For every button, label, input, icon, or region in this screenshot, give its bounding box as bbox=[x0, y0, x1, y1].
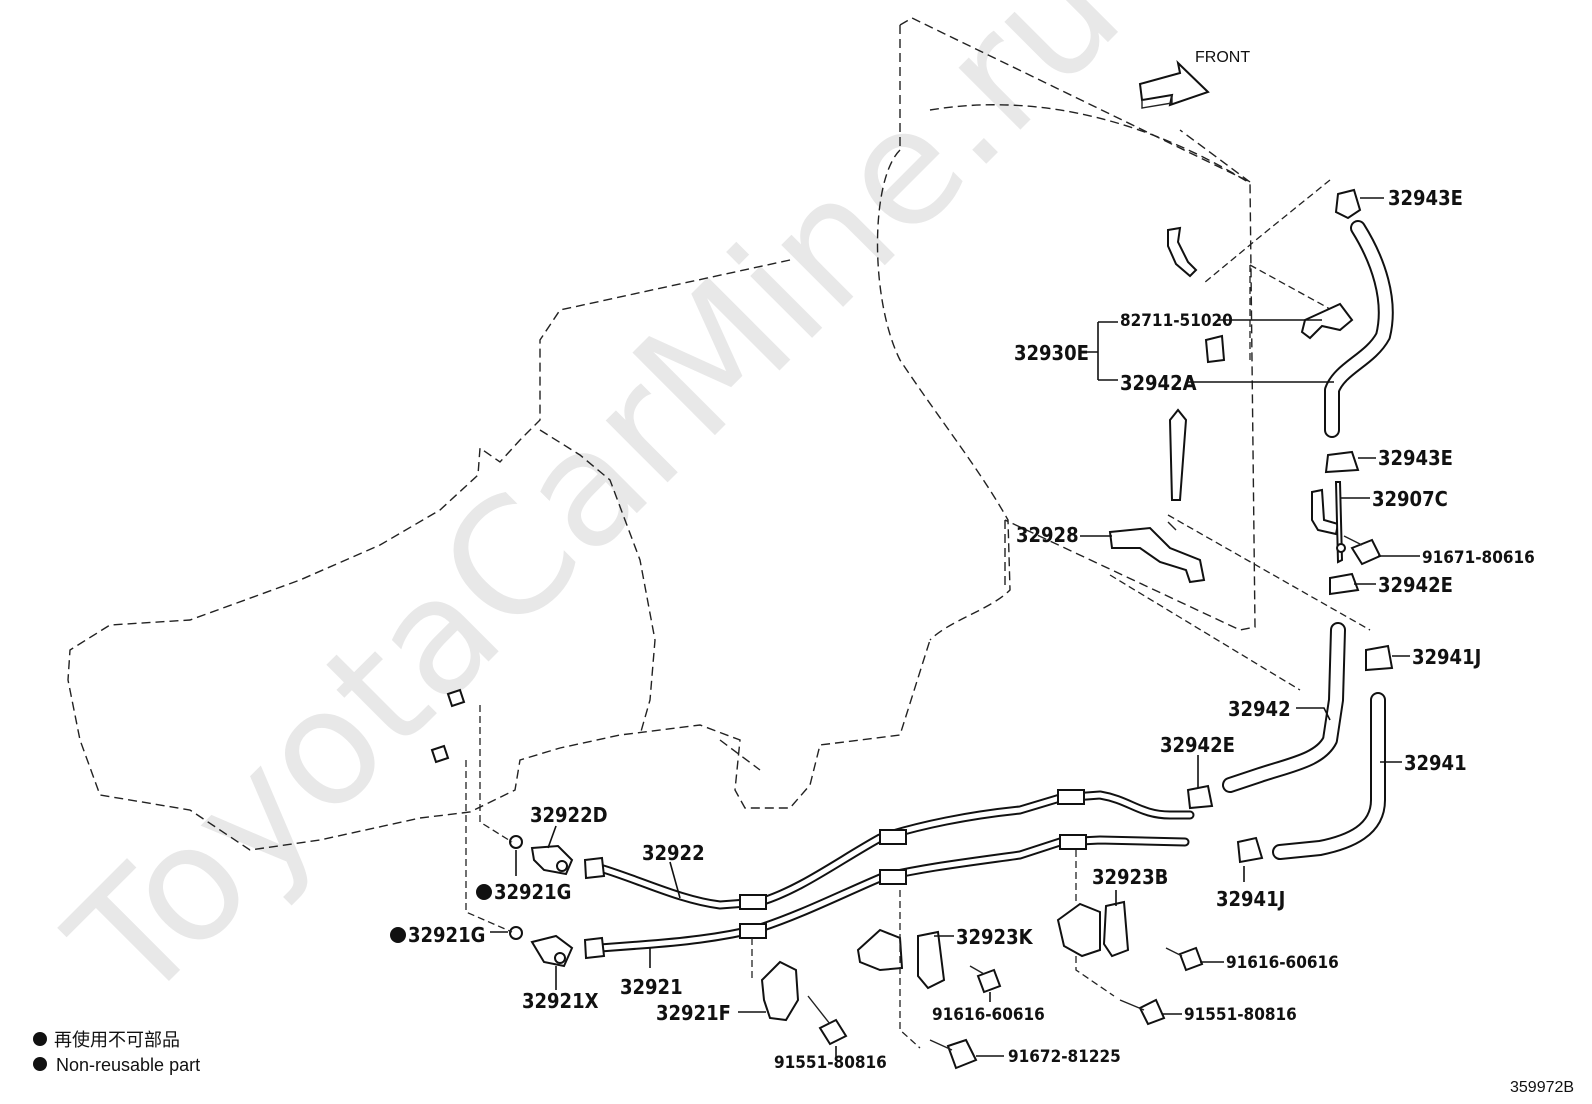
legend-text-jp: 再使用不可部品 bbox=[54, 1030, 180, 1050]
union-32922D bbox=[530, 844, 574, 876]
bolt-91616-mid bbox=[969, 965, 1002, 994]
front-label: FRONT bbox=[1195, 49, 1250, 66]
clamp-32943E-mid bbox=[1324, 450, 1360, 474]
watermark: ToyotaCarMine.ru bbox=[34, 0, 1155, 1038]
bolt-91671 bbox=[1343, 535, 1382, 566]
bracket-32928 bbox=[1108, 521, 1206, 584]
front-arrow-icon bbox=[1138, 60, 1210, 109]
label-91551-80816-right: 91551-80816 bbox=[1184, 1005, 1297, 1025]
label-32942E-top: 32942E bbox=[1378, 573, 1453, 597]
label-91616-60616-right: 91616-60616 bbox=[1226, 953, 1339, 973]
label-32942: 32942 bbox=[1228, 697, 1291, 721]
label-32921: 32921 bbox=[620, 975, 683, 999]
label-32922D: 32922D bbox=[530, 803, 608, 827]
legend: 再使用不可部品 Non-reusable part bbox=[33, 1030, 200, 1075]
label-32941J-top: 32941J bbox=[1412, 645, 1481, 669]
fitting-32921-end bbox=[583, 936, 606, 960]
bolt-91616-right bbox=[1165, 946, 1204, 972]
label-91551-80816-left: 91551-80816 bbox=[774, 1053, 887, 1073]
label-32943E-top: 32943E bbox=[1388, 186, 1463, 210]
non-reusable-marker-a bbox=[476, 884, 492, 900]
radiator-outline bbox=[876, 17, 1256, 641]
legend-text-en: Non-reusable part bbox=[56, 1055, 200, 1075]
bracket-32923B bbox=[1056, 850, 1130, 997]
legend-marker-jp bbox=[33, 1032, 47, 1046]
hose-32942A bbox=[1324, 220, 1394, 438]
o-ring-32921G-lower bbox=[509, 926, 523, 940]
label-32921G-a: 32921G bbox=[494, 880, 571, 904]
bracket-82711 bbox=[1204, 302, 1354, 364]
label-32928: 32928 bbox=[1016, 523, 1079, 547]
engine-outline bbox=[67, 259, 931, 851]
clamp-32943E-top bbox=[1334, 188, 1362, 220]
leader-lines bbox=[490, 197, 1420, 1058]
clip-32941J-top bbox=[1365, 644, 1394, 672]
clip-32942E-mid bbox=[1186, 784, 1214, 810]
bracket-32921F bbox=[751, 938, 800, 1022]
label-32942A: 32942A bbox=[1120, 371, 1197, 395]
tube-32922 bbox=[595, 789, 1195, 910]
label-32943E-mid: 32943E bbox=[1378, 446, 1453, 470]
label-32921F: 32921F bbox=[656, 1001, 731, 1025]
hose-32942 bbox=[1222, 622, 1346, 793]
label-32922: 32922 bbox=[642, 841, 705, 865]
bolt-91551-right bbox=[1119, 998, 1166, 1026]
union-32921X bbox=[530, 934, 574, 968]
label-91672-81225: 91672-81225 bbox=[1008, 1047, 1121, 1067]
label-32907C: 32907C bbox=[1372, 487, 1448, 511]
label-91671-80616: 91671-80616 bbox=[1422, 548, 1535, 568]
label-32930E: 32930E bbox=[1014, 341, 1089, 365]
label-82711-51020: 82711-51020 bbox=[1120, 311, 1233, 331]
label-32923K: 32923K bbox=[956, 925, 1034, 949]
label-32941: 32941 bbox=[1404, 751, 1467, 775]
clip-32942E-top bbox=[1329, 572, 1360, 596]
label-32921G-b: 32921G bbox=[408, 923, 485, 947]
legend-marker-en bbox=[33, 1057, 47, 1071]
clip-32941J-bottom bbox=[1236, 836, 1264, 864]
o-ring-32921G-upper bbox=[509, 835, 523, 849]
hose-32941 bbox=[1272, 692, 1386, 860]
bracket-32907C bbox=[1311, 481, 1346, 564]
label-91616-60616-mid: 91616-60616 bbox=[932, 1005, 1045, 1025]
label-32941J-bottom: 32941J bbox=[1216, 887, 1285, 911]
non-reusable-marker-b bbox=[390, 927, 406, 943]
figure-code: 359972B bbox=[1510, 1079, 1574, 1096]
label-32942E-mid: 32942E bbox=[1160, 733, 1235, 757]
label-32923B: 32923B bbox=[1092, 865, 1168, 889]
tube-32921 bbox=[595, 834, 1190, 953]
label-32921X: 32921X bbox=[522, 989, 599, 1013]
bolt-91672 bbox=[929, 1038, 978, 1070]
bolt-91551-left bbox=[807, 995, 848, 1046]
bracket-32923K bbox=[856, 890, 946, 1049]
fitting-32922-end bbox=[583, 856, 606, 880]
